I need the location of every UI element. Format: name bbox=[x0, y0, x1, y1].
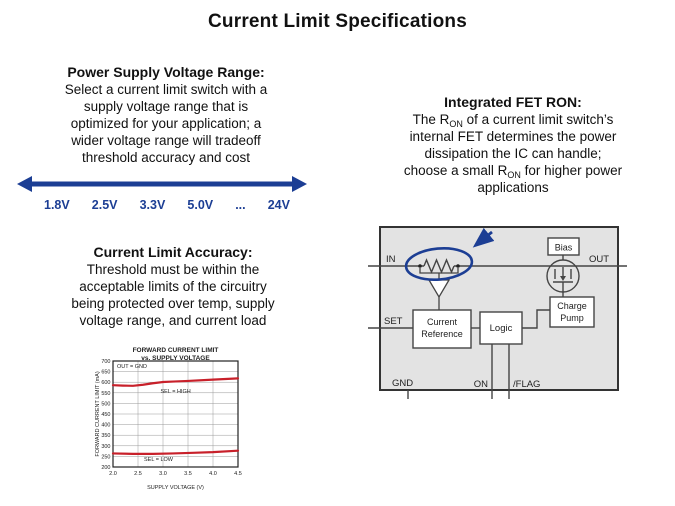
voltage-label: 24V bbox=[267, 198, 290, 212]
current-reference-label: Reference bbox=[421, 329, 463, 339]
fet-ron-text-line: The RON of a current limit switch’s bbox=[412, 112, 614, 129]
fet-ron-text-line: choose a small RON for higher power bbox=[403, 163, 623, 180]
x-tick-label: 4.5 bbox=[234, 471, 242, 477]
fet-ron-text-line: applications bbox=[477, 180, 549, 195]
plot-border bbox=[112, 360, 239, 468]
current-reference-block bbox=[412, 309, 472, 349]
series-line bbox=[111, 377, 240, 387]
charge-pump-label: Pump bbox=[560, 313, 584, 323]
charge-pump-label: Charge bbox=[557, 301, 587, 311]
arrow-left-head-icon bbox=[17, 176, 32, 192]
set-pin-label: SET bbox=[384, 316, 403, 327]
voltage-label: 3.3V bbox=[139, 198, 166, 212]
power-supply-text-line: wider voltage range will tradeoff bbox=[71, 133, 261, 148]
power-supply-text-line: supply voltage range that is bbox=[83, 99, 249, 114]
fet-ron-section: Integrated FET RON: The RON of a current… bbox=[358, 94, 668, 196]
fet-arrow-icon bbox=[560, 276, 566, 281]
x-tick-label: 4.0 bbox=[209, 471, 217, 477]
voltage-labels-row: 1.8V 2.5V 3.3V 5.0V ... 24V bbox=[44, 198, 290, 212]
circuit-diagram: Current Reference SET Logic Charge Pump … bbox=[368, 226, 627, 399]
pointer-arrow-icon bbox=[472, 227, 495, 248]
gnd-pin-label: GND bbox=[392, 378, 413, 389]
power-supply-text-line: Select a current limit switch with a bbox=[64, 82, 268, 97]
chart-ylabel: FORWARD CURRENT LIMIT (mA) bbox=[95, 371, 101, 457]
chart-annotation: OUT = GND bbox=[117, 364, 147, 370]
arrow-right-head-icon bbox=[292, 176, 307, 192]
power-supply-text-line: optimized for your application; a bbox=[70, 116, 262, 131]
y-tick-label: 500 bbox=[101, 401, 110, 407]
y-tick-label: 400 bbox=[101, 423, 110, 429]
chart-annotation: SEL = LOW bbox=[144, 457, 174, 463]
y-tick-label: 700 bbox=[101, 359, 110, 365]
power-supply-section: Power Supply Voltage Range: Select a cur… bbox=[10, 64, 322, 166]
flag-pin-label: /FLAG bbox=[513, 379, 540, 390]
voltage-range-arrow bbox=[17, 176, 307, 192]
charge-pump-block bbox=[549, 296, 595, 328]
voltage-label: 2.5V bbox=[91, 198, 118, 212]
chart-annotation: SEL = HIGH bbox=[161, 389, 191, 395]
y-tick-label: 200 bbox=[101, 465, 110, 471]
logic-label: Logic bbox=[490, 323, 513, 334]
chart-title: vs. SUPPLY VOLTAGE bbox=[141, 355, 210, 362]
current-reference-label: Current bbox=[427, 317, 458, 327]
x-tick-label: 3.5 bbox=[184, 471, 192, 477]
sense-resistor-highlight-ellipse bbox=[404, 246, 474, 282]
y-tick-label: 300 bbox=[101, 444, 110, 450]
chart-title: FORWARD CURRENT LIMIT bbox=[133, 347, 219, 354]
voltage-label: 1.8V bbox=[44, 198, 70, 212]
y-tick-label: 650 bbox=[101, 370, 110, 376]
x-tick-label: 2.0 bbox=[109, 471, 117, 477]
accuracy-heading: Current Limit Accuracy: bbox=[93, 244, 253, 260]
fet-ron-heading: Integrated FET RON: bbox=[444, 94, 582, 110]
x-tick-label: 2.5 bbox=[134, 471, 142, 477]
sense-resistor bbox=[423, 258, 455, 274]
x-tick-label: 3.0 bbox=[159, 471, 167, 477]
ron-subscript: ON bbox=[449, 119, 463, 129]
y-tick-label: 450 bbox=[101, 412, 110, 418]
page-title: Current Limit Specifications bbox=[208, 11, 467, 32]
out-pin-label: OUT bbox=[589, 254, 609, 265]
accuracy-text-line: acceptable limits of the circuitry bbox=[79, 279, 267, 294]
accuracy-text-line: voltage range, and current load bbox=[79, 313, 267, 328]
pass-fet bbox=[546, 255, 580, 297]
ron-subscript: ON bbox=[507, 170, 521, 180]
y-tick-label: 350 bbox=[101, 433, 110, 439]
junction-dot bbox=[456, 264, 460, 268]
accuracy-text-line: being protected over temp, supply bbox=[71, 296, 275, 311]
power-supply-heading: Power Supply Voltage Range: bbox=[67, 64, 265, 80]
accuracy-section: Current Limit Accuracy: Threshold must b… bbox=[15, 244, 331, 329]
accuracy-text-line: Threshold must be within the bbox=[86, 262, 260, 277]
voltage-ellipsis: ... bbox=[235, 198, 246, 212]
power-supply-text-line: threshold accuracy and cost bbox=[81, 150, 251, 165]
junction-dot bbox=[418, 264, 422, 268]
series-line bbox=[111, 449, 240, 455]
logic-chargepump-wire bbox=[522, 309, 550, 329]
chart-xlabel: SUPPLY VOLTAGE (V) bbox=[147, 485, 204, 491]
on-pin-label: ON bbox=[474, 379, 488, 390]
in-pin-label: IN bbox=[386, 254, 396, 265]
voltage-label: 5.0V bbox=[187, 198, 214, 212]
bias-label: Bias bbox=[555, 243, 573, 253]
y-tick-label: 250 bbox=[101, 454, 110, 460]
fet-ron-text-line: internal FET determines the power bbox=[409, 129, 617, 144]
in-out-rail bbox=[368, 258, 627, 274]
y-tick-label: 600 bbox=[101, 380, 110, 386]
y-tick-label: 550 bbox=[101, 391, 110, 397]
fet-ron-text-line: dissipation the IC can handle; bbox=[424, 146, 602, 161]
